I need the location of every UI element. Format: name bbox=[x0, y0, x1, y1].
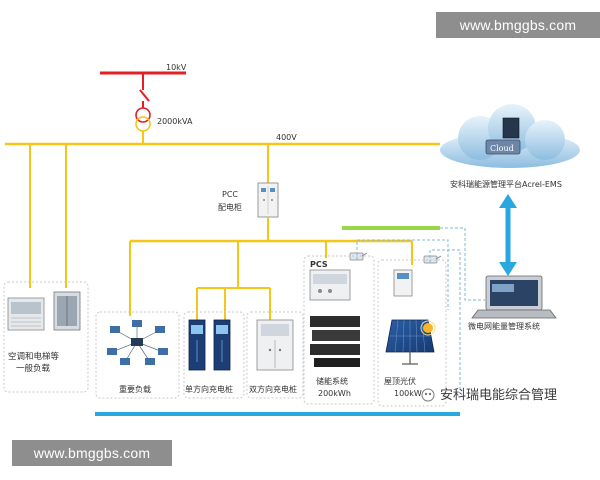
bidirectional-arrow-icon bbox=[499, 194, 517, 276]
microgrid-ems-label: 微电网能量管理系统 bbox=[468, 321, 540, 331]
storage-system-label: 储能系统 bbox=[316, 376, 348, 386]
elevator-cabinet-icon bbox=[53, 291, 81, 331]
website-watermark-top: www.bmggbs.com bbox=[436, 12, 600, 38]
hv-bus bbox=[100, 71, 186, 108]
unidirectional-charger-icon bbox=[188, 319, 231, 371]
pcc-cabinet-label: 配电柜 bbox=[218, 202, 242, 212]
battery-storage-icon bbox=[310, 316, 360, 367]
communication-lines bbox=[356, 227, 485, 392]
transformer-icon bbox=[135, 107, 151, 132]
important-load-label: 重要负载 bbox=[119, 384, 151, 394]
storage-capacity-label: 200kWh bbox=[318, 389, 351, 398]
ems-platform-label: 安科瑞能源管理平台Acrel-EMS bbox=[450, 179, 562, 189]
hv-voltage-label: 10kV bbox=[166, 63, 187, 72]
general-load-label: 一般负载 bbox=[16, 363, 51, 374]
pv-capacity-label: 100kW bbox=[394, 389, 422, 398]
rooftop-pv-label: 屋顶光伏 bbox=[384, 376, 416, 386]
lv-voltage-label: 400V bbox=[276, 133, 297, 142]
cloud-icon bbox=[440, 104, 580, 168]
bidirectional-charger-icon bbox=[256, 319, 294, 371]
transformer-rating-label: 2000kVA bbox=[157, 117, 193, 126]
load-group-boxes bbox=[3, 255, 447, 407]
network-computers-icon bbox=[107, 320, 168, 365]
laptop-icon bbox=[471, 275, 557, 319]
bidirectional-charger-label: 双方向充电桩 bbox=[249, 384, 297, 394]
brand-watermark-text: 安科瑞电能综合管理 bbox=[440, 388, 557, 403]
pcc-label: PCC bbox=[222, 190, 238, 199]
cloud-label: Cloud bbox=[490, 144, 514, 153]
hvac-load-label: 空调和电梯等 bbox=[8, 351, 60, 362]
unidirectional-charger-label: 单方向充电桩 bbox=[185, 384, 233, 394]
solar-panel-icon bbox=[385, 319, 435, 365]
brand-watermark bbox=[421, 388, 435, 402]
pcs-inverter-icon bbox=[309, 269, 351, 301]
pcc-cabinet-icon bbox=[257, 182, 279, 218]
pcs-label: PCS bbox=[310, 260, 328, 269]
pv-inverter-icon bbox=[393, 269, 413, 297]
website-watermark-bottom: www.bmggbs.com bbox=[12, 440, 172, 466]
sun-icon bbox=[420, 320, 436, 336]
air-conditioner-icon bbox=[7, 297, 45, 331]
